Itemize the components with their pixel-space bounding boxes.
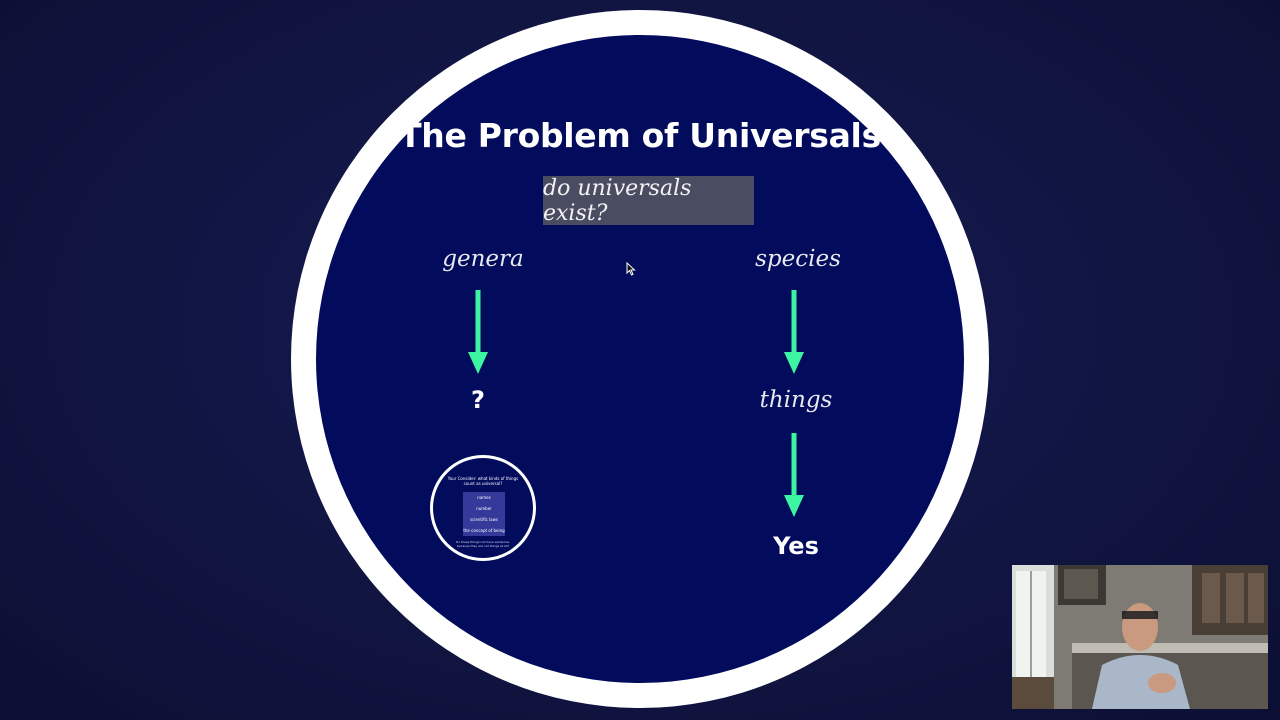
thumbnail-item: number — [476, 506, 492, 511]
thumbnail-item: scientific laws — [470, 517, 498, 522]
mouse-cursor-icon — [626, 262, 636, 276]
species-label: species — [755, 246, 841, 272]
arrow-down-icon — [784, 433, 804, 517]
thumbnail-list-box: names number scientific laws the concept… — [463, 492, 505, 536]
question-text: do universals exist? — [543, 175, 692, 226]
thumbnail-item: names — [477, 495, 491, 500]
genera-label: genera — [442, 246, 524, 272]
genera-result: ? — [471, 386, 485, 414]
species-result: Yes — [773, 532, 819, 560]
thumbnail-heading: Your Consider: what kinds of things coun… — [447, 476, 519, 486]
thumbnail-item: the concept of being — [463, 528, 505, 533]
arrow-down-icon — [468, 290, 488, 374]
presenter-video-frame — [1012, 565, 1268, 709]
question-box: do universals exist? — [543, 175, 754, 226]
slide-title: The Problem of Universals — [399, 116, 881, 155]
slide-frame — [316, 35, 964, 683]
thumbnail-slide[interactable]: Your Consider: what kinds of things coun… — [433, 458, 533, 558]
things-label: things — [759, 387, 833, 413]
thumbnail-footer: Do these things not have existence, beca… — [455, 540, 511, 548]
presenter-webcam — [1012, 565, 1268, 709]
arrow-down-icon — [784, 290, 804, 374]
